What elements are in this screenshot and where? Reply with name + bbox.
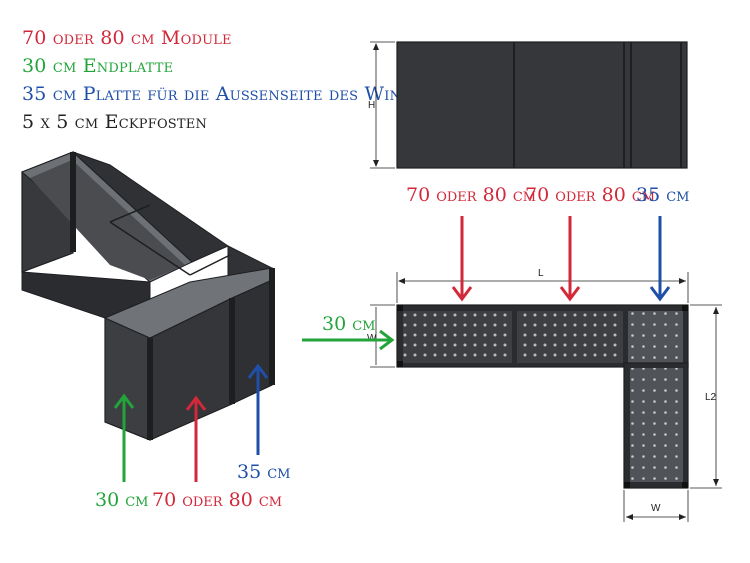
legend-endplate: 30 cm Endplatte (22, 55, 174, 77)
iso-arrow-blue (247, 363, 269, 455)
iso-endplate-face (104, 317, 151, 441)
front-view-panel (396, 41, 688, 169)
top-view-module-2 (517, 311, 623, 363)
top-arrow-blue (649, 216, 671, 302)
iso-divider-2 (189, 254, 231, 276)
legend-post: 5 x 5 cm Eckpfosten (22, 111, 208, 133)
iso-corner-plate-face (231, 279, 273, 405)
top-arrow-red-1 (451, 216, 473, 302)
dim-h-label: H (368, 100, 375, 111)
iso-raised-bed (21, 151, 275, 441)
iso-label-70: 70 oder 80 cm (152, 489, 282, 511)
iso-label-30: 30 cm (95, 489, 148, 511)
top-arrow-red-2 (559, 216, 581, 302)
dim-l-label: L (538, 268, 544, 279)
legend-module: 70 oder 80 cm Module (22, 27, 232, 49)
top-view-vertical-cell (630, 368, 683, 482)
iso-label-35: 35 cm (237, 461, 290, 483)
dim-w-bottom-label: W (651, 503, 661, 514)
top-label-endplate: 30 cm (322, 313, 375, 335)
iso-arrow-red (185, 395, 207, 482)
iso-post-3 (229, 298, 235, 404)
top-label-corner-plate: 35 cm (636, 184, 689, 206)
top-view-module-1 (403, 311, 512, 363)
iso-post-1 (70, 152, 76, 252)
legend: 70 oder 80 cm Module 30 cm Endplatte 35 … (22, 24, 439, 136)
iso-inner-area (30, 160, 185, 280)
iso-divider-1 (109, 221, 191, 276)
iso-post-2 (147, 338, 153, 440)
iso-arrow-green (113, 393, 135, 482)
legend-corner-plate: 35 cm Platte für die Außenseite des Wink… (22, 83, 439, 105)
dim-l2-label: L2 (705, 392, 717, 403)
top-arrow-green (302, 329, 395, 351)
iso-post-4 (269, 268, 275, 385)
top-view: L W L2 W (367, 268, 722, 522)
iso-divider-3 (109, 204, 151, 223)
top-label-module-2: 70 oder 80 cm (525, 184, 655, 206)
top-label-module-1: 70 oder 80 cm (406, 184, 536, 206)
front-view: H (368, 41, 688, 169)
top-view-corner-cell (628, 311, 683, 363)
